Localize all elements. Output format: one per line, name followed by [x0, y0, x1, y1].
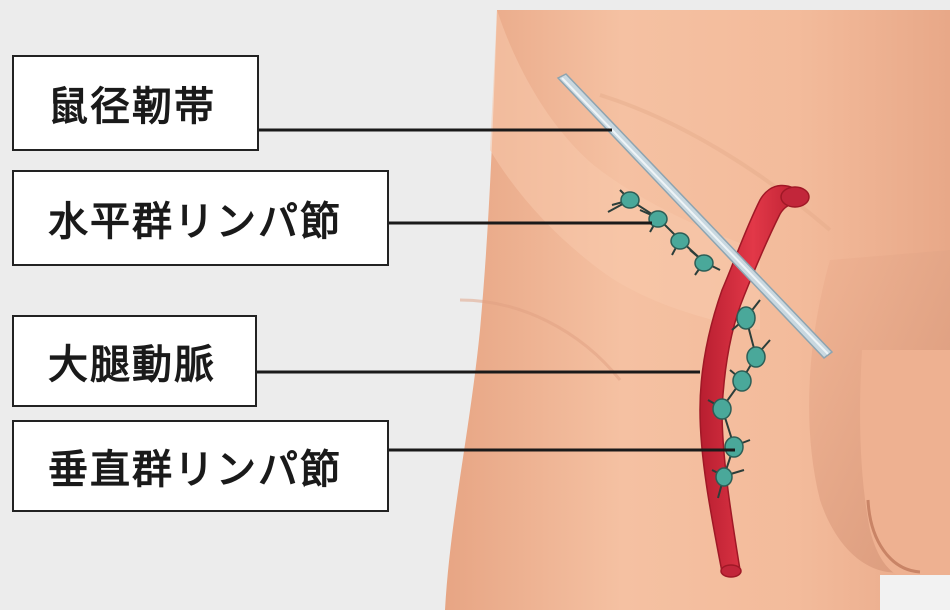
inguinal-ligament-label-box: 鼠径靭帯 — [12, 55, 259, 151]
inguinal-ligament-label: 鼠径靭帯 — [48, 74, 216, 132]
vertical-lymph-nodes-label: 垂直群リンパ節 — [48, 437, 342, 495]
horizontal-lymph-nodes-label-box: 水平群リンパ節 — [12, 170, 389, 266]
femoral-artery-label: 大腿動脈 — [48, 332, 216, 390]
vertical-lymph-nodes-label-box: 垂直群リンパ節 — [12, 420, 389, 512]
femoral-artery-label-box: 大腿動脈 — [12, 315, 257, 407]
horizontal-lymph-nodes-label: 水平群リンパ節 — [48, 189, 342, 247]
